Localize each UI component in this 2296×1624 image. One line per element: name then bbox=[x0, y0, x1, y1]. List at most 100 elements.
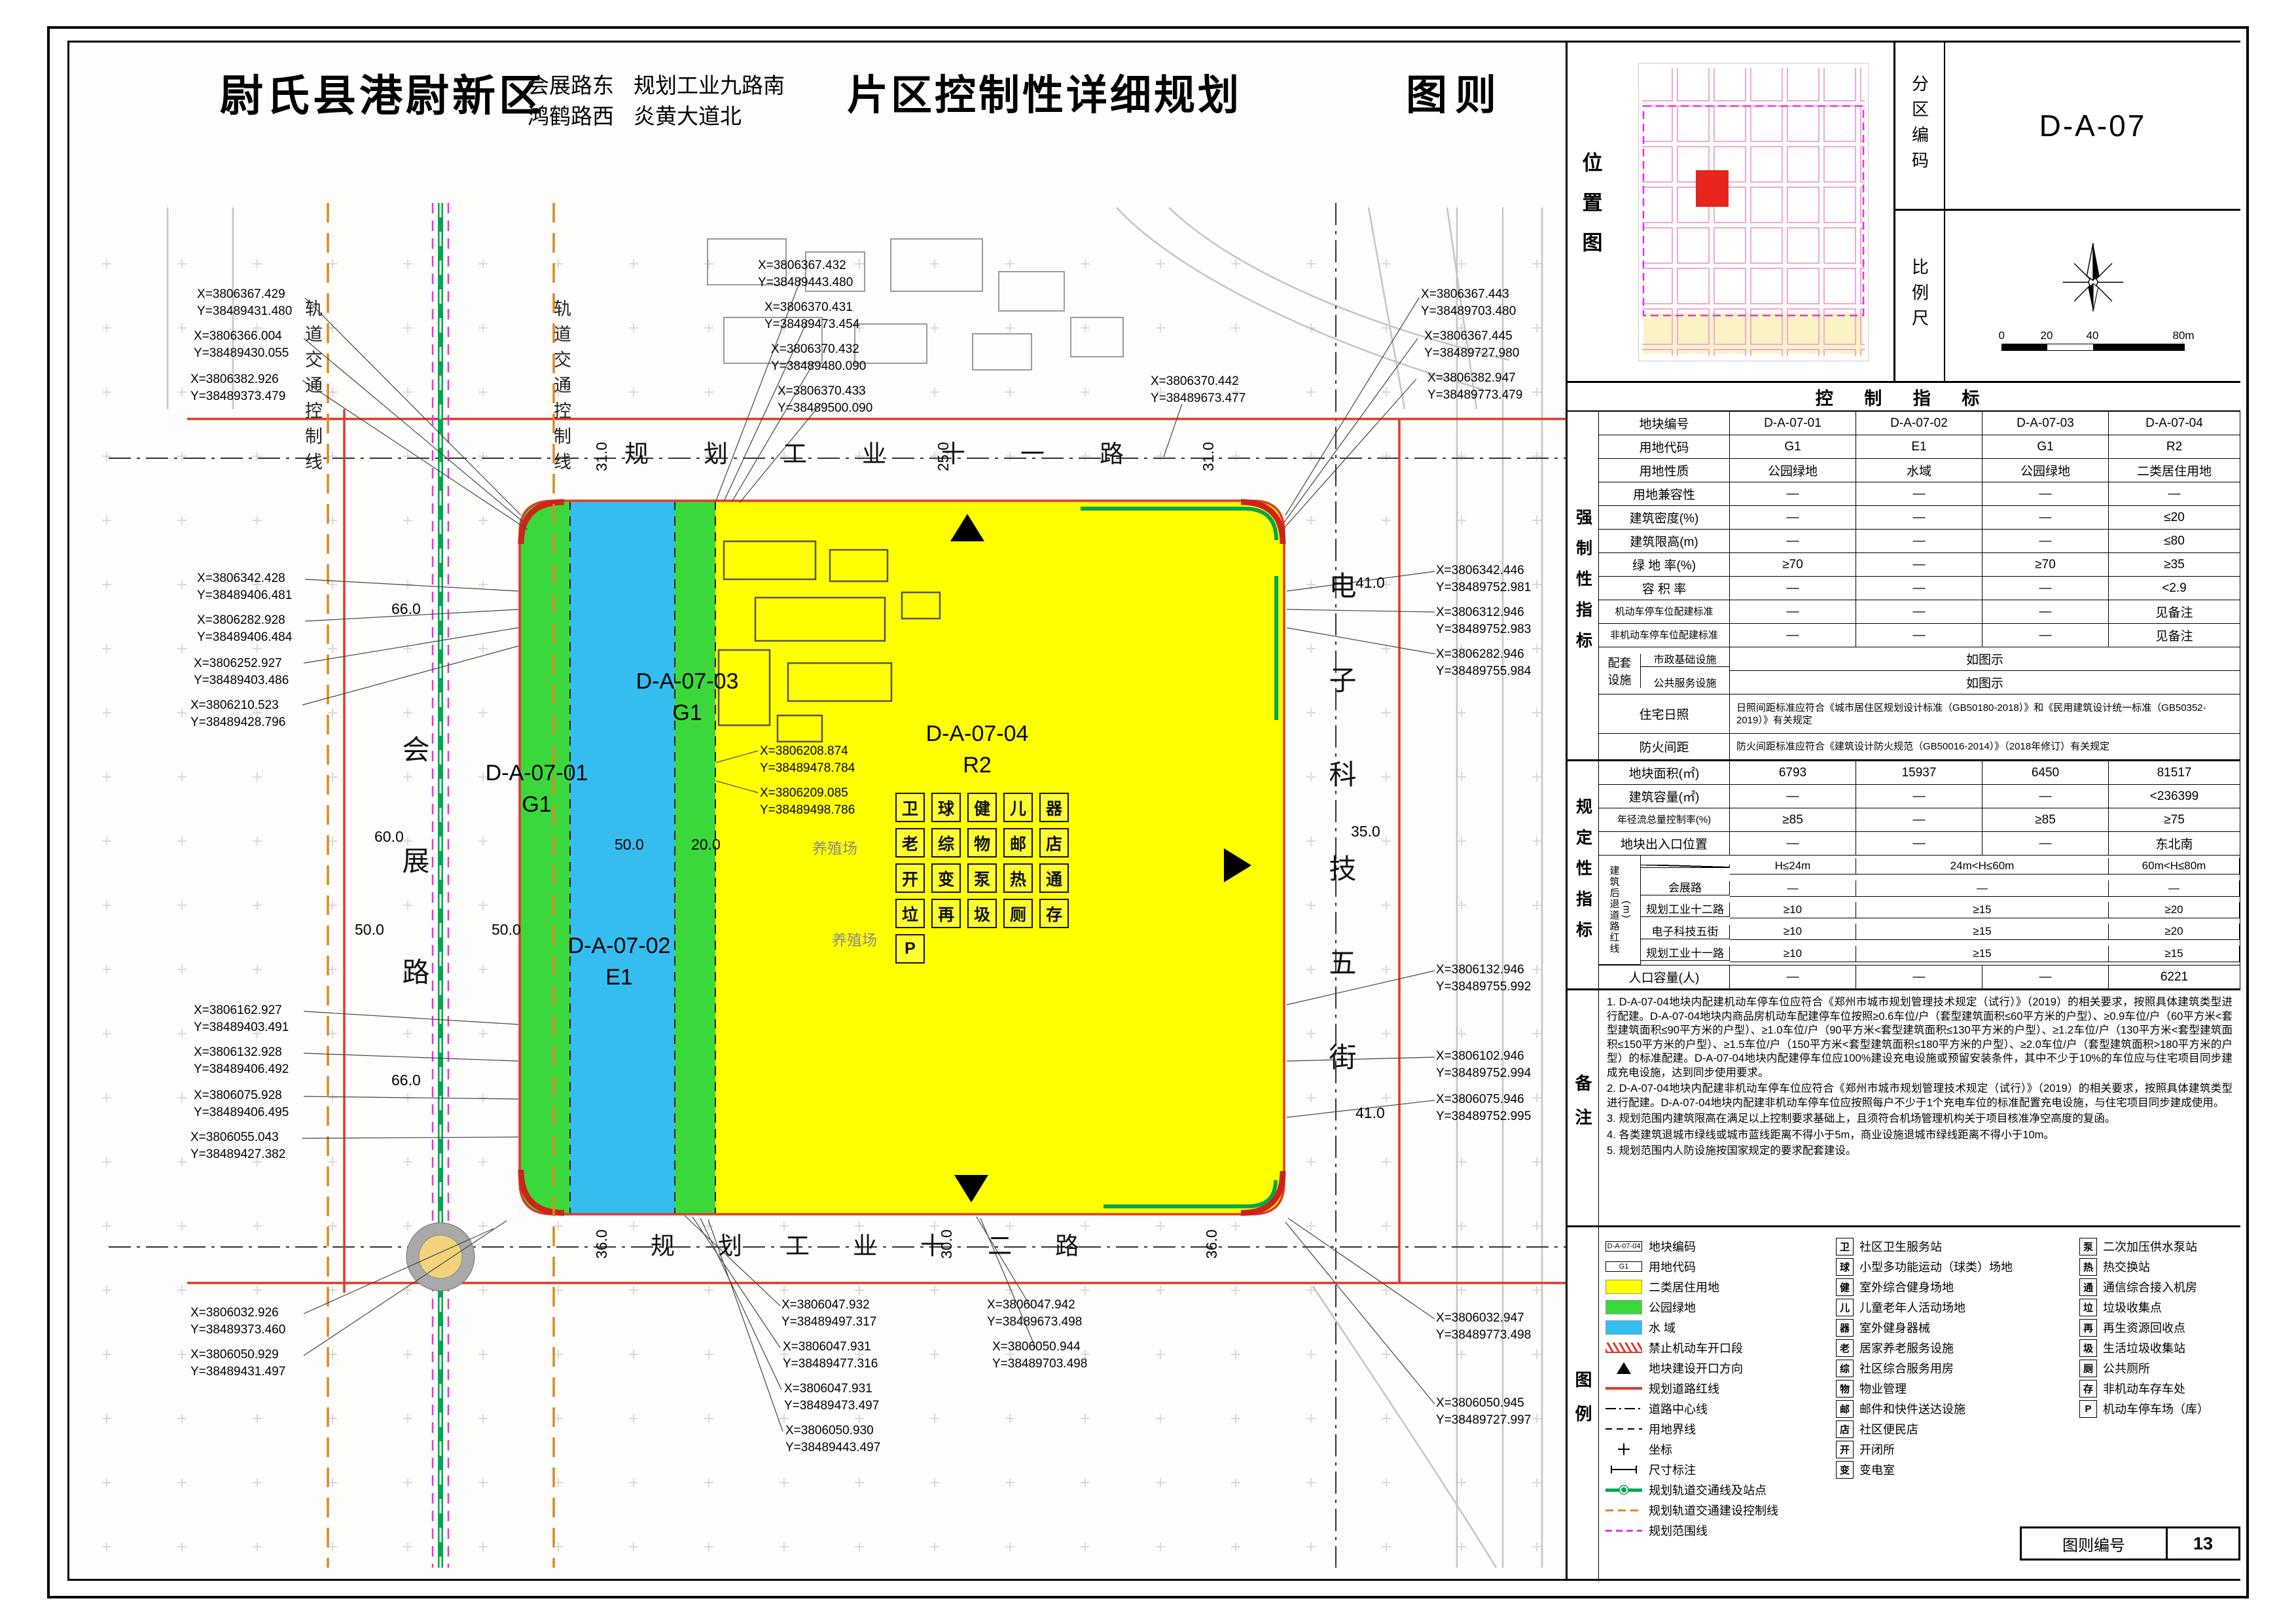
cell-value: ≥15 bbox=[1856, 945, 2109, 962]
cell-value: ≥15 bbox=[2109, 945, 2240, 962]
row-label: 地块面积(㎡) bbox=[1599, 761, 1730, 785]
cell-value: — bbox=[1982, 506, 2109, 530]
legend-item-label: 生活垃圾收集站 bbox=[2103, 1342, 2185, 1355]
cell-value: G1 bbox=[1730, 435, 1856, 459]
sunshine-requirement: 日照间距标准应符合《城市居住区规划设计标准（GB50180-2018）》和《民用… bbox=[1730, 695, 2240, 734]
bound-south: 规划工业九路南 bbox=[634, 73, 785, 98]
legend-item-label: 公共厕所 bbox=[2103, 1362, 2150, 1375]
row-label: 人口容量(人) bbox=[1599, 965, 1730, 989]
row-label: 机动车停车位配建标准 bbox=[1599, 600, 1730, 624]
hatch-red-symbol bbox=[1605, 1343, 1642, 1353]
parcel-entrance-arrows bbox=[950, 514, 1251, 1202]
setback-road-name: 电子科技五街 bbox=[1641, 924, 1730, 939]
mandatory-indicators-label: 强制性指标 bbox=[1568, 412, 1599, 760]
cell-value: ≥10 bbox=[1730, 924, 1856, 941]
ln-orange-symbol bbox=[1605, 1509, 1642, 1511]
legend-label: 图例 bbox=[1568, 1227, 1599, 1581]
page-title-district: 尉氏县港尉新区 bbox=[220, 71, 545, 120]
cell-value: — bbox=[1730, 965, 1856, 989]
community-health-station-icon: 卫 bbox=[1836, 1237, 1854, 1255]
cell-value: — bbox=[1982, 965, 2109, 989]
scale-tick: 0 bbox=[1998, 329, 2005, 342]
cell-value: — bbox=[1730, 577, 1856, 600]
legend-item-label: 道路中心线 bbox=[1649, 1403, 1708, 1416]
legend-item-label: 用地界线 bbox=[1649, 1423, 1696, 1436]
height-header: 24m<H≤60m bbox=[1856, 858, 2109, 875]
cell-value: ≤20 bbox=[2109, 506, 2240, 530]
legend-item-label: 室外综合健身场地 bbox=[1859, 1281, 1954, 1294]
legend-item-label: 社区卫生服务站 bbox=[1859, 1240, 1942, 1254]
public-toilet-icon: 厕 bbox=[2079, 1359, 2097, 1377]
legend-item: 公园绿地 bbox=[1605, 1299, 1836, 1316]
codebox-symbol: G1 bbox=[1605, 1261, 1642, 1272]
notes-section: 备注 1. D-A-07-04地块内配建机动车停车位应符合《郑州市城市规划管理技… bbox=[1568, 990, 2240, 1227]
cell-value: — bbox=[1730, 530, 1856, 553]
cell-value: — bbox=[1856, 482, 1982, 506]
legend-item: 二类居住用地 bbox=[1605, 1278, 1836, 1295]
scale-area: 0 20 40 80m bbox=[1945, 211, 2240, 381]
legend-item-label: 二次加压供水泵站 bbox=[2103, 1240, 2197, 1254]
cell-value: — bbox=[2109, 482, 2240, 506]
cell-value: 81517 bbox=[2109, 761, 2240, 785]
page-title-sheet-word: 图则 bbox=[1406, 73, 1504, 118]
scale-bar-ticks: 0 20 40 80m bbox=[1998, 329, 2195, 342]
cell-value: — bbox=[1856, 600, 1982, 624]
legend-item-label: 开闭所 bbox=[1859, 1443, 1895, 1456]
no-vehicle-opening-segments bbox=[518, 499, 1286, 1216]
legend-item: 水 域 bbox=[1605, 1319, 1836, 1336]
rail-control-lines bbox=[327, 203, 555, 1568]
legend-item-label: 公园绿地 bbox=[1649, 1301, 1696, 1314]
legend-item-label: 机动车停车场（库） bbox=[2103, 1403, 2209, 1416]
cell-value: 15937 bbox=[1856, 761, 1982, 785]
transformer-room-icon: 变 bbox=[1836, 1460, 1854, 1479]
note-paragraph: 4. 各类建筑退城市绿线或城市蓝线距离不得小于5m，商业设施退城市绿线距离不得小… bbox=[1607, 1128, 2054, 1141]
legend-item: 用地界线 bbox=[1605, 1420, 1836, 1437]
legend-column-municipal-facilities: 泵二次加压供水泵站热热交换站通通信综合接入机房垃垃圾收集点再再生资源回收点圾生活… bbox=[2079, 1237, 2235, 1576]
notes-label: 备注 bbox=[1568, 990, 1599, 1225]
zone-scale-block: 分区编码 D-A-07 比例尺 bbox=[1893, 43, 2240, 381]
row-label: 住宅日照 bbox=[1599, 695, 1730, 734]
corner-building-height: 建筑高度 bbox=[1693, 867, 1727, 868]
row-label: 用地性质 bbox=[1599, 459, 1730, 482]
home-elderly-care-facility-icon: 老 bbox=[1836, 1339, 1854, 1357]
legend-item: 禁止机动车开口段 bbox=[1605, 1339, 1836, 1356]
legend-item-label: 禁止机动车开口段 bbox=[1649, 1342, 1743, 1355]
legend-item-label: 小型多功能运动（球类）场地 bbox=[1859, 1261, 2013, 1274]
legend-item: 规划道路红线 bbox=[1605, 1380, 1836, 1397]
legend-item: 垃垃圾收集点 bbox=[2079, 1298, 2235, 1316]
cell-value: — bbox=[1730, 785, 1856, 808]
location-minimap bbox=[1613, 43, 1893, 381]
legend-item: 规划轨道交通建设控制线 bbox=[1605, 1502, 1836, 1519]
legend-item-label: 热交换站 bbox=[2103, 1261, 2150, 1274]
legend-item: 物物业管理 bbox=[1836, 1379, 2079, 1398]
cell-value: — bbox=[1982, 482, 2109, 506]
north-arrow-icon bbox=[2062, 243, 2123, 312]
note-paragraph: 1. D-A-07-04地块内配建机动车停车位应符合《郑州市城市规划管理技术规定… bbox=[1607, 996, 2233, 1079]
cell-value: ≥70 bbox=[1982, 553, 2109, 577]
row-label: 建筑限高(m) bbox=[1599, 530, 1730, 553]
location-section: 位置图 分区编码 D-A-07 比例尺 bbox=[1568, 43, 2240, 383]
info-panel: 位置图 分区编码 D-A-07 比例尺 bbox=[1566, 43, 2240, 1581]
cell-value: 水域 bbox=[1856, 459, 1982, 482]
row-label: 年径流总量控制率(%) bbox=[1599, 808, 1730, 832]
legend-item: 存非机动车存车处 bbox=[2079, 1379, 2235, 1398]
domestic-waste-station-icon: 圾 bbox=[2079, 1339, 2097, 1357]
dimmark-symbol bbox=[1611, 1466, 1637, 1473]
legend-item-label: 地块编码 bbox=[1649, 1240, 1696, 1254]
fire-distance-requirement: 防火间距标准应符合《建筑设计防火规范（GB50016-2014）》（2018年修… bbox=[1730, 734, 2240, 760]
setback-road-name: 规划工业十一路 bbox=[1641, 947, 1730, 962]
cell-value: — bbox=[1856, 624, 1982, 647]
pressurized-water-pump-station-icon: 泵 bbox=[2079, 1237, 2097, 1255]
cell-value: 东北南 bbox=[2109, 832, 2240, 856]
scale-label: 比例尺 bbox=[1895, 211, 1945, 381]
cell-value: — bbox=[1982, 530, 2109, 553]
legend-item: 开开闭所 bbox=[1836, 1440, 2079, 1458]
note-paragraph: 5. 规划范围内人防设施按国家规定的要求配套建设。 bbox=[1607, 1145, 1857, 1157]
notes-body: 1. D-A-07-04地块内配建机动车停车位应符合《郑州市城市规划管理技术规定… bbox=[1599, 990, 2240, 1225]
legend-item: 地块建设开口方向 bbox=[1605, 1360, 1836, 1377]
legend-item-label: 规划范围线 bbox=[1649, 1525, 1708, 1538]
cell-value: <236399 bbox=[2109, 785, 2240, 808]
